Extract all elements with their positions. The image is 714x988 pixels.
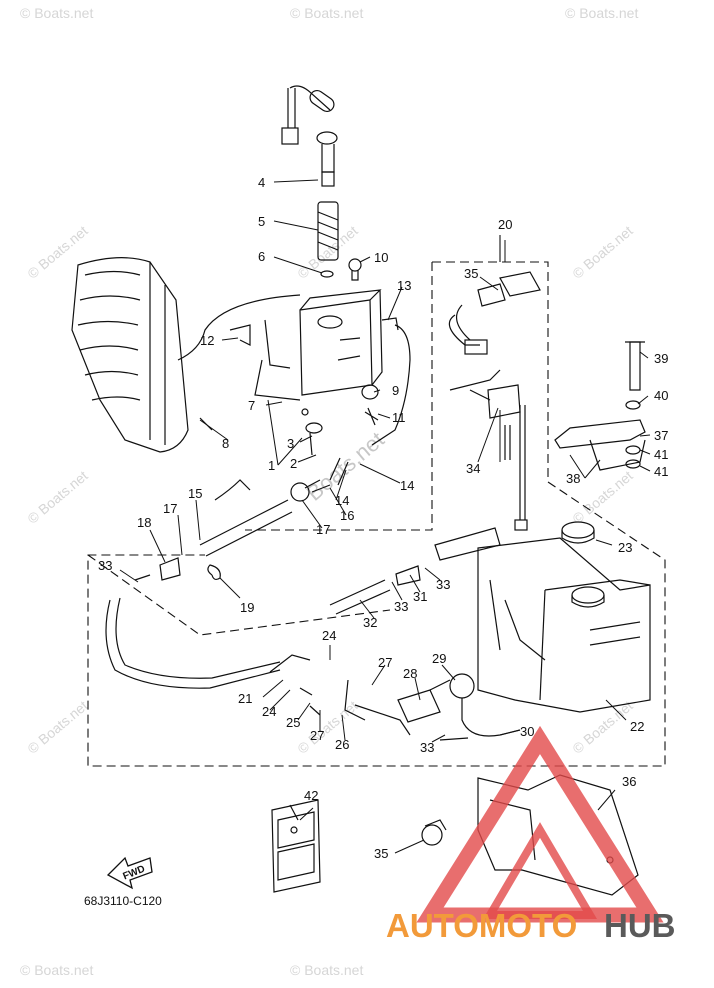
- watermark: © Boats.net: [294, 222, 361, 281]
- part-label: 33: [420, 740, 434, 755]
- part-label: 34: [466, 461, 480, 476]
- part-label: 8: [222, 436, 229, 451]
- brand-text-orange: AUTOMOTO: [386, 907, 577, 944]
- part-label: 35: [464, 266, 478, 281]
- clip-part: [421, 819, 447, 846]
- part-label: 7: [248, 398, 255, 413]
- part-label: 30: [520, 724, 534, 739]
- brand-text-gray: HUB: [604, 907, 676, 944]
- part-label: 10: [374, 250, 388, 265]
- fuel-tank: [477, 521, 651, 713]
- part-label: 40: [654, 388, 668, 403]
- part-label: 11: [392, 410, 406, 425]
- part-label: 16: [340, 508, 354, 523]
- diagram-code: 68J3110-C120: [84, 894, 162, 908]
- watermark: © Boats.net: [24, 467, 91, 526]
- watermark: © Boats.net: [290, 5, 363, 21]
- part-label: 14: [400, 478, 414, 493]
- fwd-arrow: FWD: [106, 856, 153, 890]
- part-label: 41: [654, 464, 668, 479]
- part-label: 38: [566, 471, 580, 486]
- part-label: 12: [200, 333, 214, 348]
- part-label: 32: [363, 615, 377, 630]
- hoses-and-fittings: [105, 457, 521, 741]
- part-label: 29: [432, 651, 446, 666]
- watermark: © Boats.net: [290, 962, 363, 978]
- part-label: 17: [163, 501, 177, 516]
- part-label: 4: [258, 175, 265, 190]
- watermark: © Boats.net: [24, 697, 91, 756]
- part-label: 3: [287, 436, 294, 451]
- part-label: 24: [262, 704, 276, 719]
- part-label: 18: [137, 515, 151, 530]
- assembly-outlines: [87, 235, 666, 767]
- part-label: 35: [374, 846, 388, 861]
- part-label: 27: [310, 728, 324, 743]
- part-label: 17: [316, 522, 330, 537]
- part-label: 13: [397, 278, 411, 293]
- part-label: 5: [258, 214, 265, 229]
- part-label: 28: [403, 666, 417, 681]
- part-label: 42: [304, 788, 318, 803]
- part-label: 14: [335, 493, 349, 508]
- brand-logo: AUTOMOTO HUB: [386, 725, 676, 944]
- vapor-separator: [229, 289, 411, 456]
- part-label: 2: [290, 456, 297, 471]
- part-label: 33: [436, 577, 450, 592]
- part-label: 31: [413, 589, 427, 604]
- part-label: 33: [98, 558, 112, 573]
- part-label: 37: [654, 428, 668, 443]
- caution-tag: [271, 799, 321, 893]
- part-label: 1: [268, 458, 275, 473]
- part-label: 22: [630, 719, 644, 734]
- watermark: © Boats.net: [20, 5, 93, 21]
- leader-lines: [119, 179, 651, 854]
- part-label: 9: [392, 383, 399, 398]
- part-label: 25: [286, 715, 300, 730]
- part-label: 23: [618, 540, 632, 555]
- watermark: © Boats.net: [20, 962, 93, 978]
- watermark: © Boats.net: [569, 222, 636, 281]
- part-label: 15: [188, 486, 202, 501]
- part-label: 27: [378, 655, 392, 670]
- part-label: 24: [322, 628, 336, 643]
- watermark: © Boats.net: [569, 697, 636, 756]
- bracket-parts: [554, 341, 646, 471]
- watermark: © Boats.net: [24, 222, 91, 281]
- part-label: 39: [654, 351, 668, 366]
- watermark: © Boats.net: [294, 697, 361, 756]
- part-label: 33: [394, 599, 408, 614]
- part-label: 19: [240, 600, 254, 615]
- connector-assembly: [448, 271, 541, 531]
- engine-block: [71, 257, 301, 453]
- part-label: 20: [498, 217, 512, 232]
- part-label: 26: [335, 737, 349, 752]
- part-label: 21: [238, 691, 252, 706]
- watermark: © Boats.net: [565, 5, 638, 21]
- part-label: 36: [622, 774, 636, 789]
- top-sensor-parts: [281, 85, 362, 281]
- part-label: 6: [258, 249, 265, 264]
- part-labels: 4 5 6 10 13 12 7 8 9 11 3 1 2 14 14 16 1…: [84, 175, 668, 908]
- part-label: 41: [654, 447, 668, 462]
